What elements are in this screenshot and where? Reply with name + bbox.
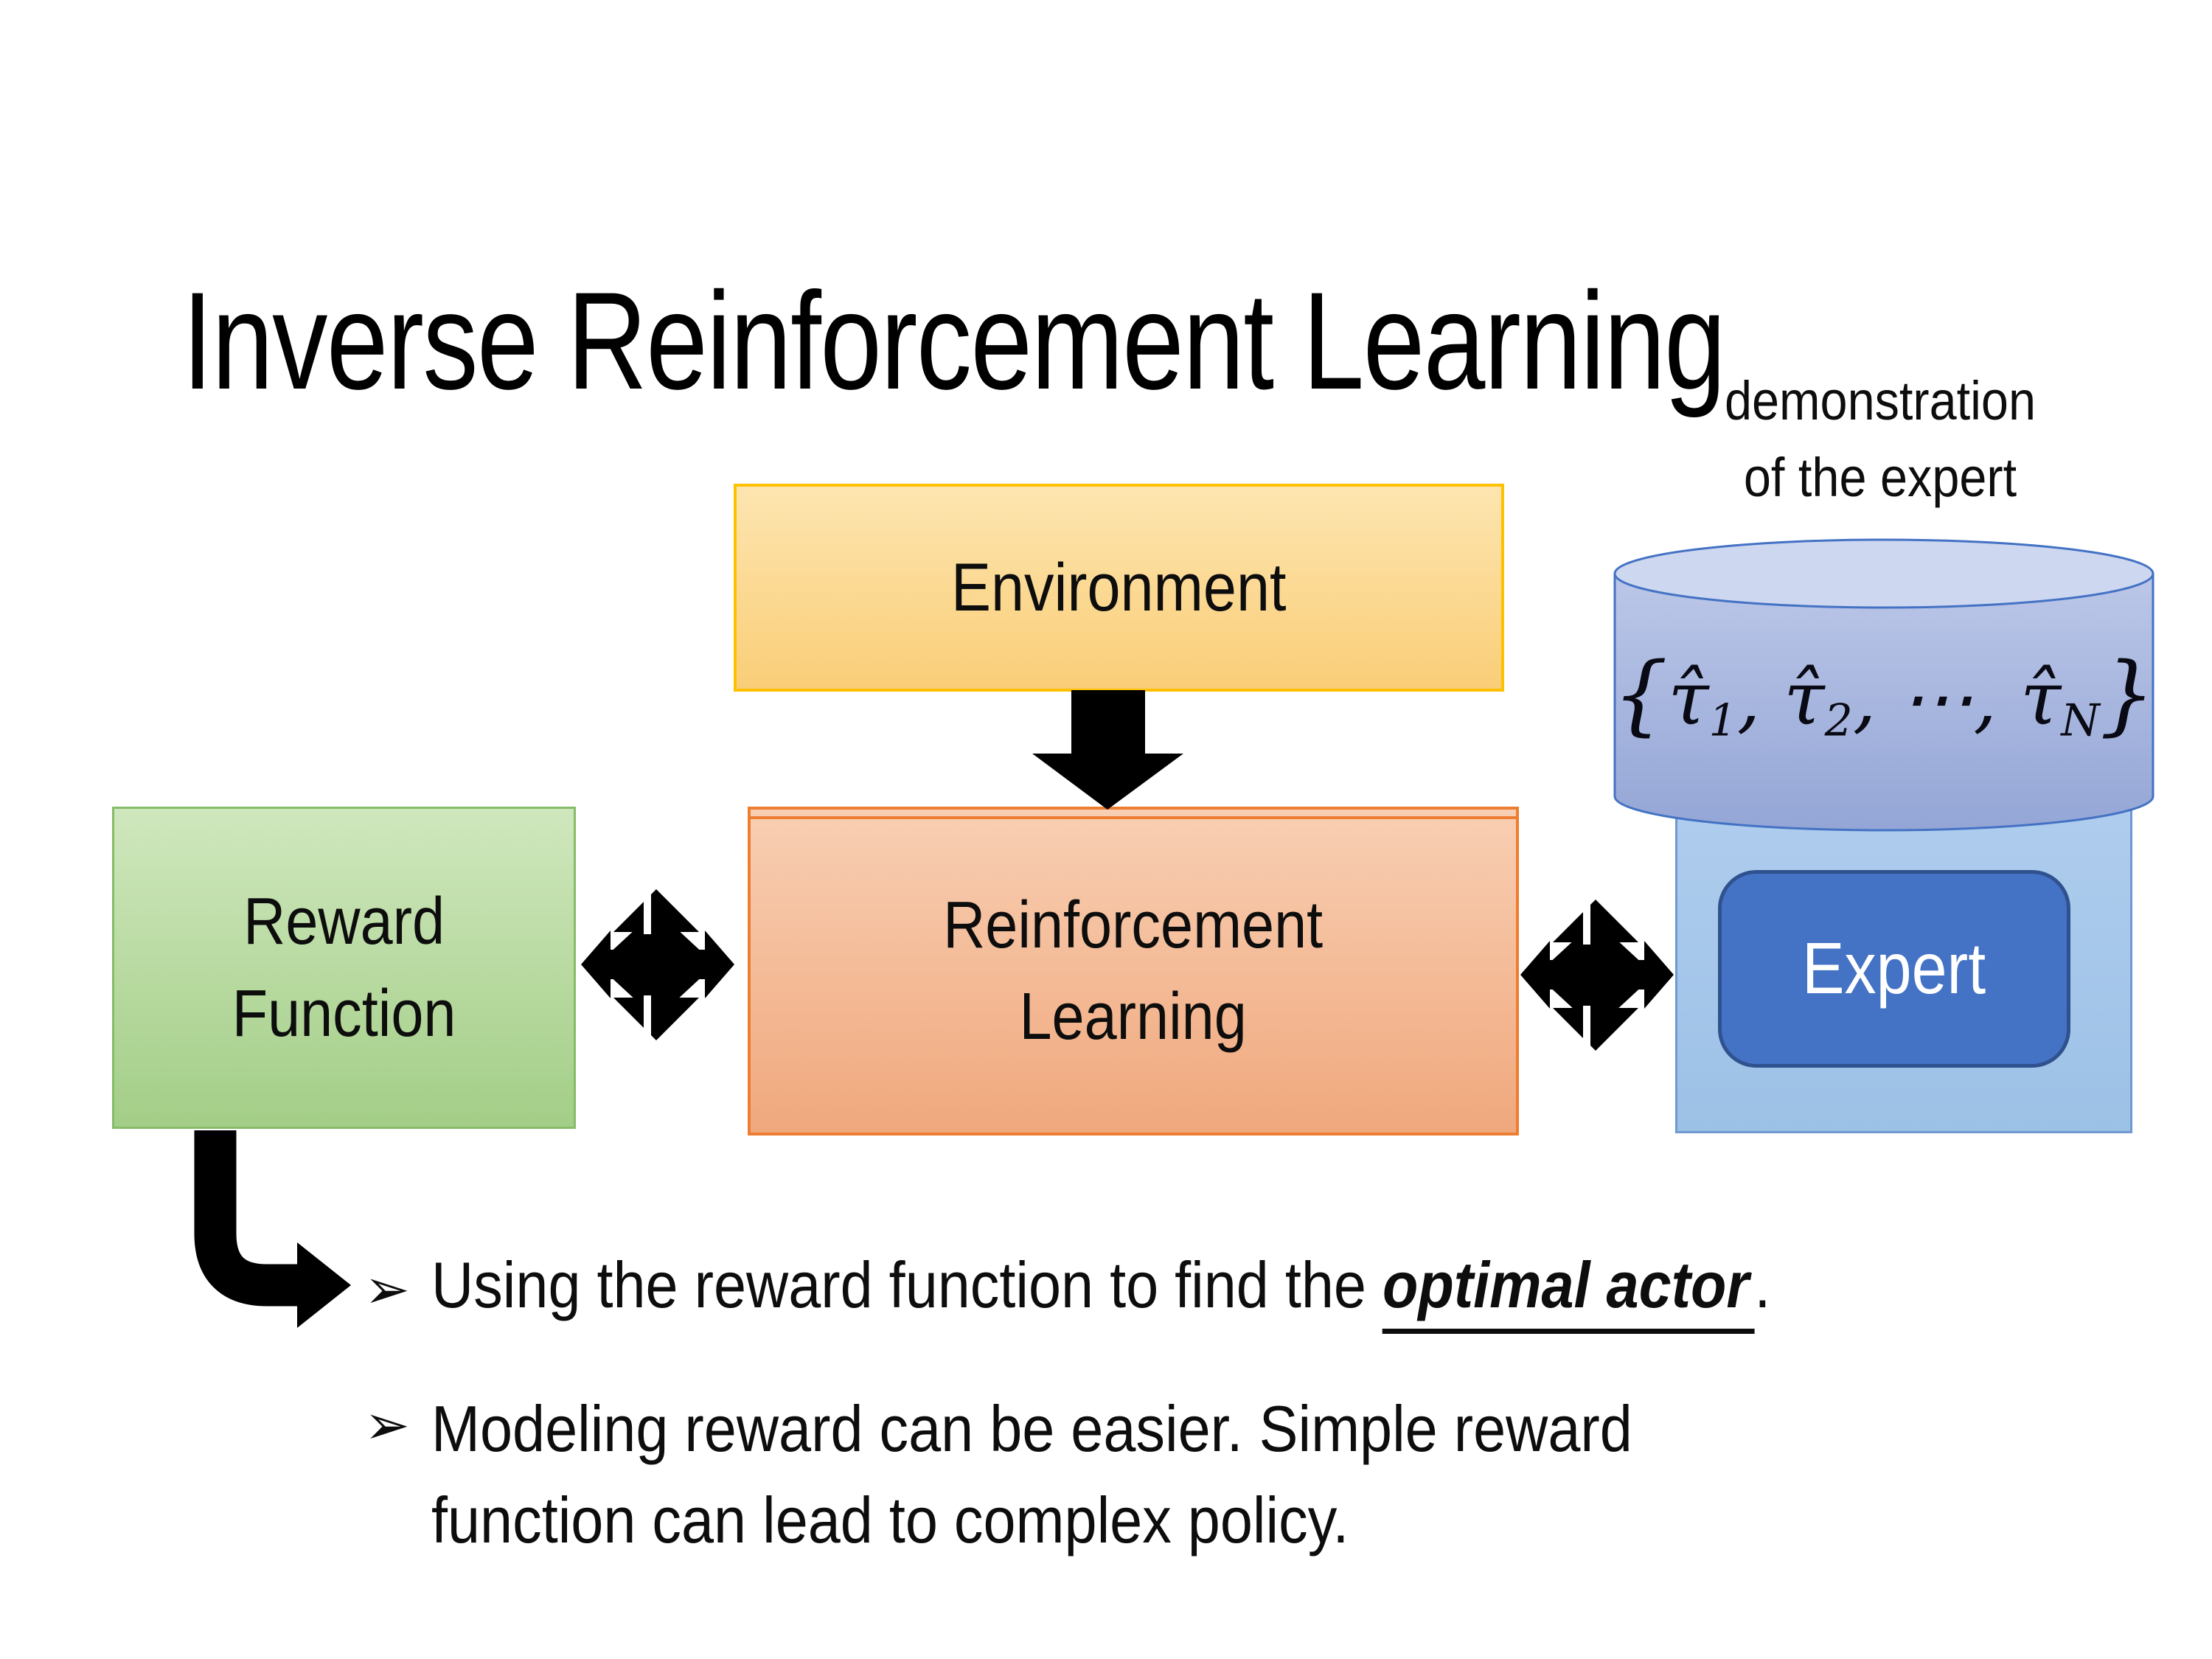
bent-arrow-icon bbox=[194, 1130, 351, 1328]
rl-expert-double-arrow-icon bbox=[1520, 900, 1674, 1051]
demonstration-cylinder-icon bbox=[1613, 538, 2154, 832]
down-arrow-icon bbox=[1032, 690, 1183, 810]
reinforcement-learning-label: Reinforcement Learning bbox=[943, 888, 1324, 1054]
slide-title: Inverse Reinforcement Learning bbox=[182, 262, 1726, 418]
bullet1-prefix: Using the reward function to find the bbox=[431, 1248, 1382, 1321]
bullet2-arrow-marker: ➢ bbox=[364, 1394, 411, 1457]
expert-label: Expert bbox=[1802, 928, 1986, 1009]
bullet1-arrow-marker: ➢ bbox=[364, 1258, 411, 1321]
trajectory-formula: {τ̂1, τ̂2, ⋯, τ̂N} bbox=[1613, 643, 2155, 747]
reinforcement-learning-box: Reinforcement Learning bbox=[748, 807, 1519, 1135]
environment-label: Environment bbox=[951, 549, 1287, 625]
bullet1-text: Using the reward function to find the op… bbox=[431, 1248, 1771, 1334]
bullet2-text: Modeling reward can be easier. Simple re… bbox=[431, 1383, 1632, 1566]
reward-function-box: Reward Function bbox=[112, 807, 576, 1129]
bullet1-suffix: . bbox=[1754, 1248, 1771, 1321]
reward-rl-double-arrow-icon bbox=[581, 889, 734, 1040]
expert-box: Expert bbox=[1718, 870, 2070, 1068]
bullet2-line1: Modeling reward can be easier. Simple re… bbox=[431, 1392, 1632, 1465]
environment-box: Environment bbox=[734, 484, 1504, 692]
demonstration-label-line1: demonstration bbox=[1724, 370, 2037, 431]
bullet1-highlight: optimal actor bbox=[1382, 1248, 1755, 1334]
reward-function-label: Reward Function bbox=[232, 885, 456, 1051]
bullet2-line2: function can lead to complex policy. bbox=[431, 1484, 1349, 1557]
demonstration-label: demonstration of the expert bbox=[1600, 363, 2160, 516]
demonstration-label-line2: of the expert bbox=[1743, 447, 2017, 508]
